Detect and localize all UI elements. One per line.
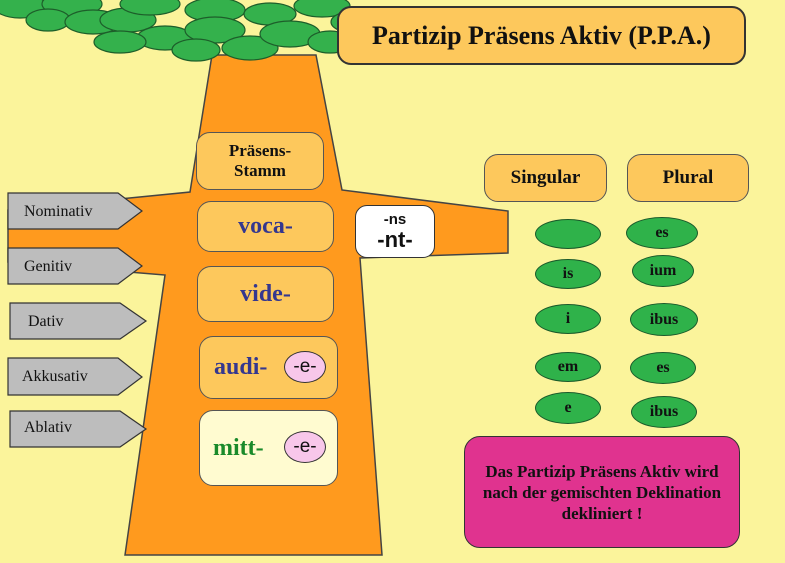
stem-voca-label: voca-: [238, 213, 293, 239]
case-arrows: [7, 192, 148, 448]
arrow-dativ: [9, 302, 148, 340]
singular-header: Singular: [484, 154, 607, 202]
arrow-genitiv: [7, 247, 143, 285]
singular-ending-nominativ: [535, 219, 601, 249]
suffix-nt: -nt-: [377, 226, 413, 252]
case-label-akkusativ: Akkusativ: [22, 368, 88, 385]
suffix-ns: -ns: [383, 210, 407, 228]
stem-header-line2: Stamm: [234, 161, 286, 180]
case-label-nominativ: Nominativ: [24, 203, 93, 220]
plural-ending-akkusativ: es: [630, 352, 696, 384]
suffix-box: -ns -nt-: [355, 205, 435, 258]
arrow-nominativ: [7, 192, 143, 230]
arrow-akkusativ: [7, 357, 143, 396]
plural-ending-genitiv: ium: [632, 255, 694, 287]
stem-audi-label: audi-: [214, 354, 268, 380]
plural-header: Plural: [627, 154, 749, 202]
singular-ending-ablativ: e: [535, 392, 601, 424]
singular-ending-genitiv: is: [535, 259, 601, 289]
arrow-ablativ: [9, 410, 148, 448]
stem-mitt-label: mitt-: [213, 434, 264, 461]
plural-ending-dativ: ibus: [630, 303, 698, 336]
stem-header-box: Präsens- Stamm: [196, 132, 324, 190]
tree-leaves: [0, 0, 380, 62]
connector-e-mitt: -e-: [284, 431, 326, 463]
plural-ending-ablativ: ibus: [631, 396, 697, 428]
page-title: Partizip Präsens Aktiv (P.P.A.): [337, 6, 746, 65]
case-label-genitiv: Genitiv: [24, 258, 72, 275]
stem-header-line1: Präsens-: [228, 141, 292, 160]
declension-note-text: Das Partizip Präsens Aktiv wird nach der…: [482, 461, 722, 523]
stem-audi: audi- -e-: [199, 336, 338, 399]
stem-vide: vide-: [197, 266, 334, 322]
stem-voca: voca-: [197, 201, 334, 252]
connector-e-audi: -e-: [284, 351, 326, 383]
plural-ending-nominativ: es: [626, 217, 698, 249]
stem-mitt: mitt- -e-: [199, 410, 338, 486]
case-label-dativ: Dativ: [28, 313, 64, 330]
declension-note: Das Partizip Präsens Aktiv wird nach der…: [464, 436, 740, 548]
singular-ending-akkusativ: em: [535, 352, 601, 382]
stem-vide-label: vide-: [240, 280, 291, 307]
singular-ending-dativ: i: [535, 304, 601, 334]
case-label-ablativ: Ablativ: [24, 419, 72, 436]
